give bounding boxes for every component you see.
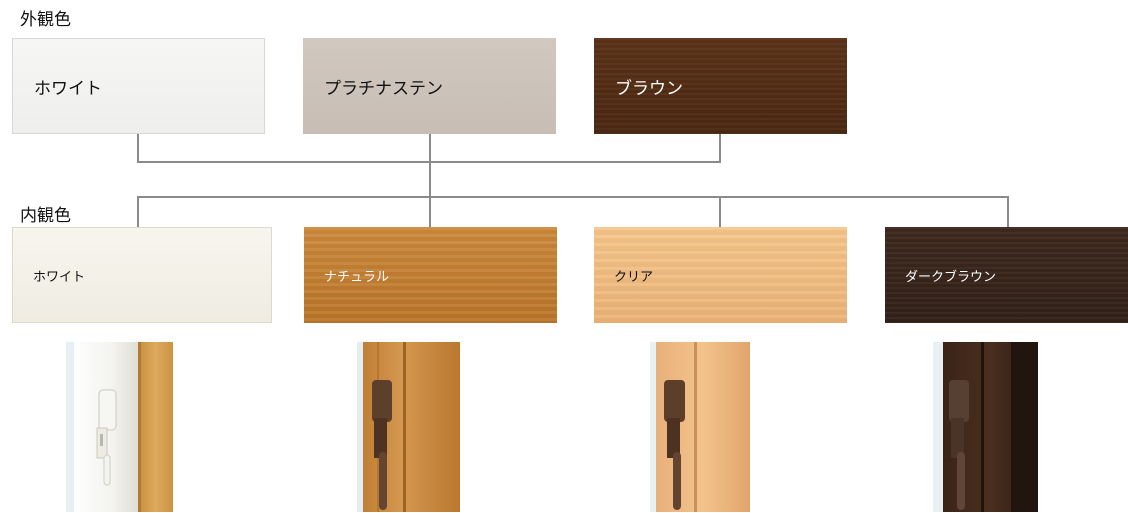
interior-swatch-natural-label: ナチュラル [324, 269, 390, 285]
connector-line [719, 196, 721, 227]
exterior-swatch-brown-label: ブラウン [615, 78, 683, 99]
connector-line [429, 134, 431, 163]
interior-color-label: 内観色 [20, 206, 71, 226]
window-frame-photo-clear [650, 342, 750, 512]
window-frame-photo-natural [357, 342, 460, 512]
connector-line [137, 196, 1009, 198]
interior-swatch-clear-label: クリア [614, 269, 654, 285]
window-handle-icon [372, 380, 392, 510]
exterior-swatch-platinum-stain[interactable]: プラチナステン [303, 38, 556, 134]
window-handle-icon [664, 380, 685, 510]
window-handle-icon [949, 380, 969, 510]
connector-line [137, 134, 139, 163]
exterior-swatch-brown[interactable]: ブラウン [594, 38, 847, 134]
interior-swatch-white-label: ホワイト [33, 269, 86, 285]
exterior-color-label: 外観色 [20, 10, 71, 30]
connector-line [429, 196, 431, 227]
interior-swatch-white[interactable]: ホワイト [12, 227, 272, 323]
connector-line [137, 196, 139, 227]
window-frame-photo-dark-brown [933, 342, 1038, 512]
exterior-swatch-white-label: ホワイト [34, 78, 102, 99]
window-frame-photo-white [66, 342, 173, 512]
window-handle-icon [96, 389, 117, 486]
exterior-swatch-platinum-stain-label: プラチナステン [324, 78, 443, 99]
connector-line [1007, 196, 1009, 227]
connector-line [429, 161, 431, 197]
interior-swatch-dark-brown-label: ダークブラウン [905, 269, 997, 285]
interior-swatch-clear[interactable]: クリア [594, 227, 847, 323]
connector-line [719, 134, 721, 163]
interior-swatch-dark-brown[interactable]: ダークブラウン [885, 227, 1128, 323]
interior-swatch-natural[interactable]: ナチュラル [304, 227, 557, 323]
exterior-swatch-white[interactable]: ホワイト [12, 38, 265, 134]
